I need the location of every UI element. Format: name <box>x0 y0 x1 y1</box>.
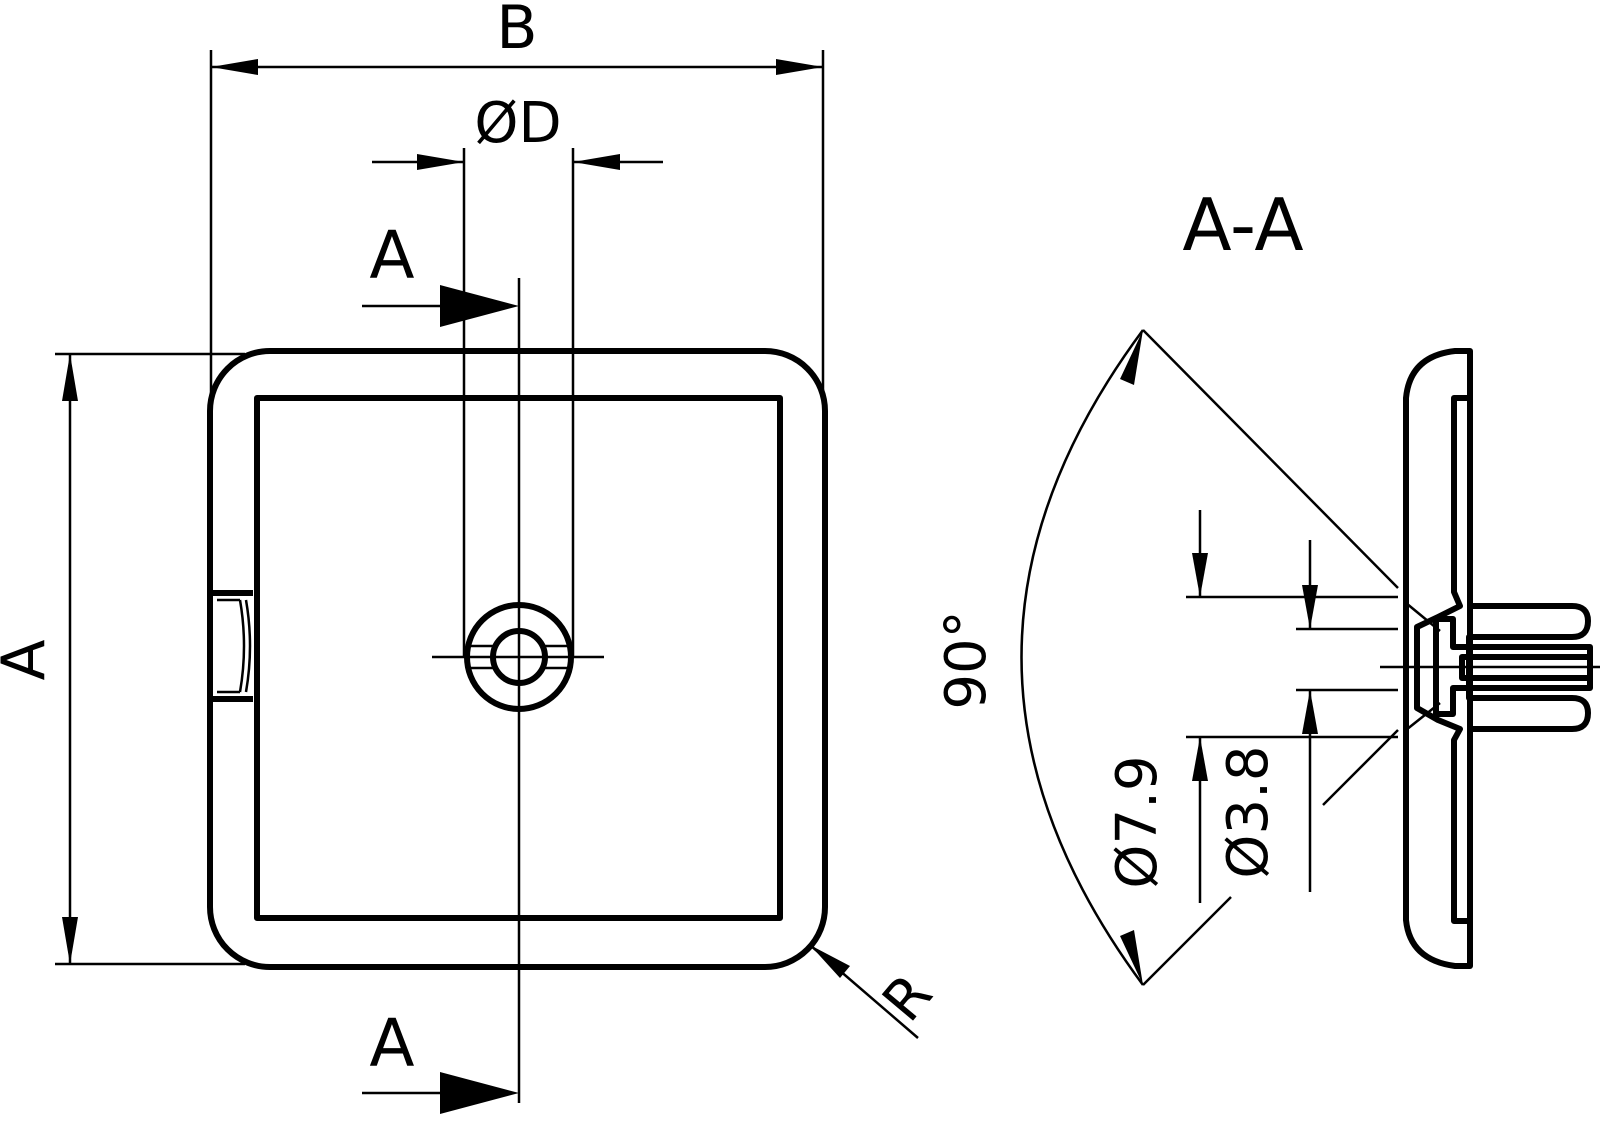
angle-dimension: 90° <box>934 329 1399 986</box>
side-notch <box>213 590 253 702</box>
dimension-outer-diameter: Ø7.9 <box>1105 510 1398 903</box>
outer-diameter-label: Ø7.9 <box>1105 755 1170 888</box>
dimension-radius: R <box>809 944 945 1039</box>
section-body <box>1403 348 1591 969</box>
dimension-inner-diameter: Ø3.8 <box>1216 540 1398 892</box>
dimension-diameter-d: ØD <box>372 91 663 170</box>
dimension-r-label: R <box>870 962 945 1034</box>
dimension-b-label: B <box>496 0 537 63</box>
angle-label: 90° <box>934 610 999 709</box>
section-view <box>1380 348 1600 969</box>
inner-diameter-label: Ø3.8 <box>1216 745 1281 878</box>
dimension-b: B <box>211 0 823 75</box>
dimension-a-label: A <box>0 639 59 680</box>
section-marker-bottom: A <box>362 1005 519 1114</box>
section-marker-bottom-label: A <box>369 1005 414 1082</box>
shaft-slot <box>1433 616 1593 717</box>
dimension-d-label: ØD <box>474 91 561 156</box>
dimension-a: A <box>0 354 78 964</box>
section-cavity <box>1414 395 1473 924</box>
section-title: A-A <box>1182 183 1303 267</box>
outer-contour <box>207 348 828 970</box>
section-marker-top: A <box>362 217 519 327</box>
section-marker-top-label: A <box>369 217 414 294</box>
front-view <box>55 50 828 1103</box>
